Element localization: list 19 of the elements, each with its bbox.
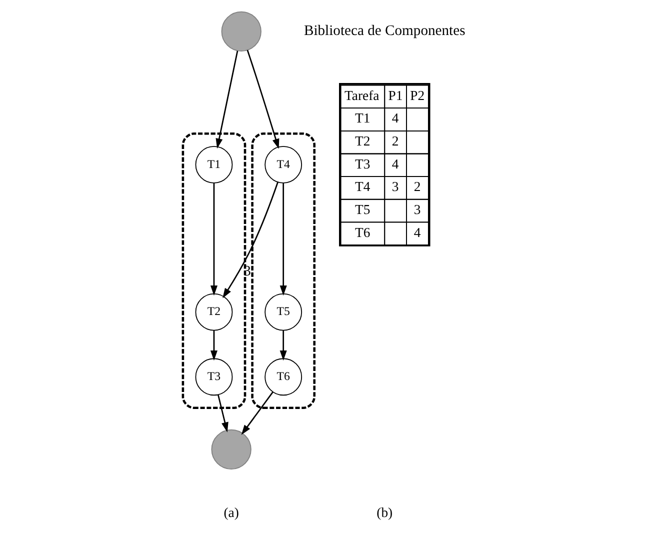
label: (b) (376, 504, 393, 520)
label: P1 (388, 88, 403, 103)
label: P2 (410, 88, 425, 103)
label: 2 (392, 134, 399, 149)
label: 4 (414, 224, 421, 240)
label: T5 (354, 202, 370, 217)
label: 4 (392, 110, 399, 126)
label: T2 (354, 134, 370, 149)
label: T1 (354, 110, 370, 126)
label: 3 (414, 202, 421, 217)
label: T3 (354, 156, 370, 172)
label: Biblioteca de Componentes (304, 22, 466, 39)
label: (a) (224, 504, 239, 520)
label: 4 (392, 156, 399, 172)
label: Tarefa (344, 88, 380, 103)
label: 3 (392, 179, 399, 194)
label: 2 (414, 179, 421, 194)
label: T6 (354, 224, 370, 240)
label: T4 (354, 179, 370, 194)
